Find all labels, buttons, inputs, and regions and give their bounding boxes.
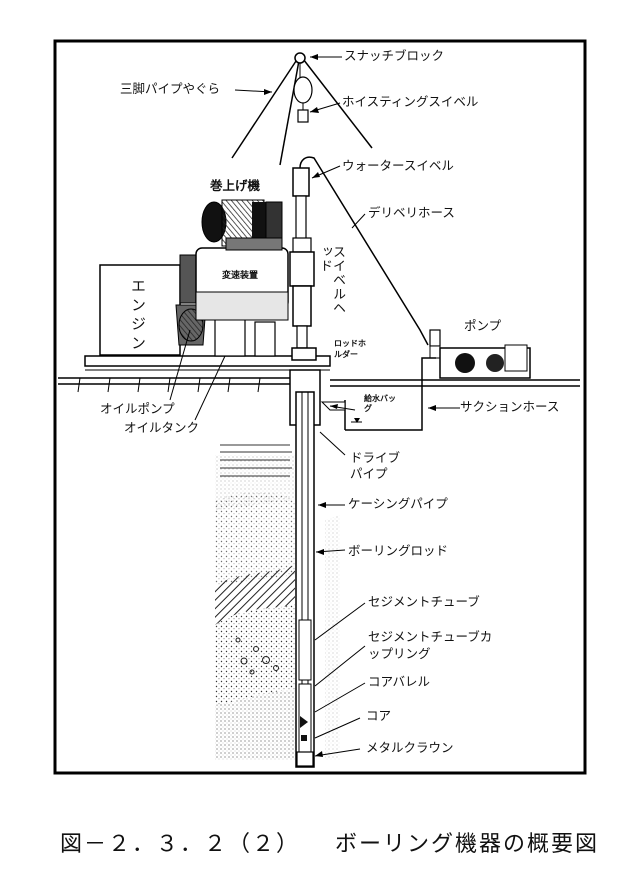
label-boring-rod: ボーリングロッド — [348, 543, 449, 558]
figure-caption: 図－２．３．２（２） ボーリング機器の概要図 — [60, 826, 599, 858]
label-metal-crown: メタルクラウン — [366, 740, 454, 755]
delivery-hose-line — [299, 156, 429, 346]
label-water-swivel: ウォータースイベル — [342, 158, 454, 173]
label-snatch-block: スナッチブロック — [344, 48, 445, 63]
leader-lines — [169, 56, 460, 757]
label-sediment-coupling: セジメントチューブカップリング — [368, 629, 493, 661]
ground-surface — [58, 377, 580, 387]
label-sediment-tube: セジメントチューブ — [368, 594, 480, 609]
label-engine: エンジン — [129, 278, 147, 354]
swivel-head-device — [289, 237, 315, 349]
figure-title: ボーリング機器の概要図 — [335, 832, 600, 857]
oil-pump-device — [175, 254, 207, 346]
water-bag-device — [320, 401, 362, 423]
label-winch: 巻上げ機 — [210, 178, 261, 193]
tripod-pipe — [231, 54, 373, 166]
label-suction-hose: サクションホース — [460, 399, 560, 414]
label-hoisting-swivel: ホイスティングスイベル — [342, 94, 479, 109]
drill-string — [289, 369, 321, 768]
label-casing-pipe: ケーシングパイプ — [348, 496, 448, 511]
winch-device — [201, 199, 283, 251]
label-oil-tank: オイルタンク — [124, 420, 200, 435]
label-delivery-hose: デリベリホース — [368, 205, 455, 220]
machine-platform — [84, 355, 331, 367]
label-swivel-head: スイベルヘッド — [317, 245, 345, 315]
water-swivel-device — [292, 167, 310, 242]
label-rod-holder: ロッドホルダー — [334, 339, 366, 359]
hoisting-swivel-device — [297, 109, 309, 123]
soil-strata — [215, 444, 340, 760]
label-core: コア — [366, 708, 392, 723]
label-drive-pipe: ドライブパイプ — [350, 450, 401, 481]
rod-holder-device — [291, 347, 317, 361]
snatch-block-device — [293, 52, 313, 110]
label-tripod: 三脚パイプやぐら — [120, 81, 221, 96]
pump-device — [429, 329, 531, 379]
label-oil-pump: オイルポンプ — [100, 401, 175, 416]
oil-tank-device — [214, 317, 246, 357]
label-water-bag: 給水バッグ — [364, 394, 396, 413]
label-transmission: 変速装置 — [222, 271, 259, 281]
label-pump: ポンプ — [464, 318, 502, 333]
figure-number: 図－２．３．２（２） — [60, 832, 301, 857]
figure-frame — [53, 39, 587, 775]
label-core-barrel: コアバレル — [368, 674, 431, 689]
